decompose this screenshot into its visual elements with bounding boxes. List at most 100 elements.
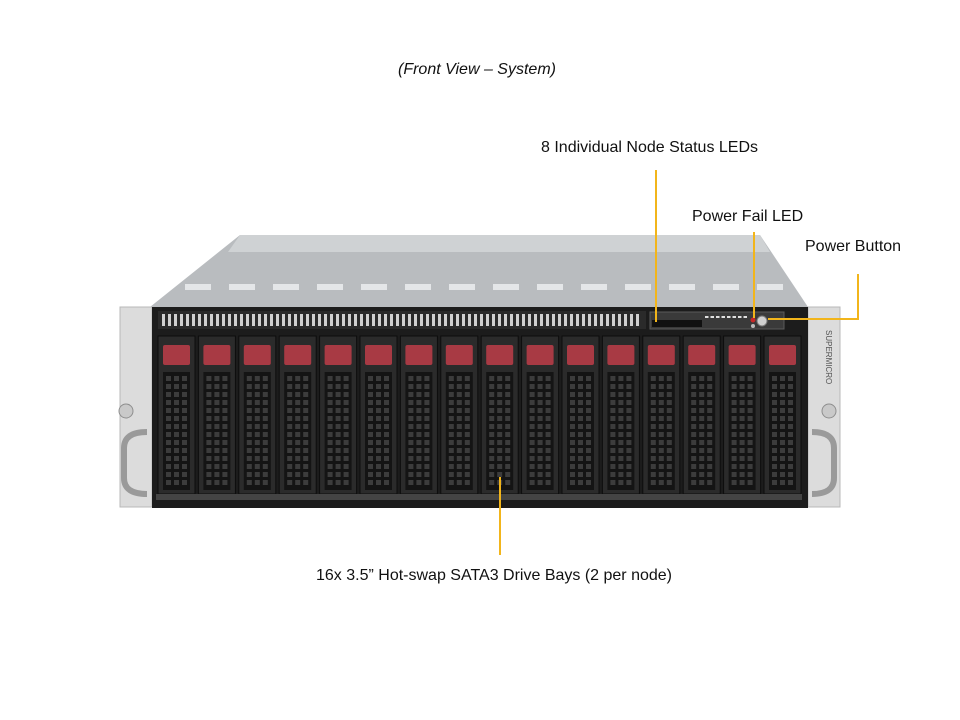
drive-bay[interactable] [642,335,681,495]
grille-hole [327,432,333,437]
drive-release-latch[interactable] [365,345,392,365]
grille-hole [658,376,664,381]
grille-hole [174,424,179,429]
grille-hole [731,384,737,389]
grille-hole [578,384,583,389]
grille-hole [416,480,422,485]
grille-hole [747,456,753,461]
grille-hole [174,408,179,413]
grille-hole [529,448,535,453]
grille-hole [578,464,583,469]
grille-hole [788,472,793,477]
grille-hole [772,440,777,445]
grille-hole [416,408,422,413]
grille-hole [618,376,624,381]
drive-bay[interactable] [197,335,236,495]
drive-tray-grille [647,372,675,490]
drive-bay[interactable] [561,335,600,495]
grille-hole [464,472,470,477]
grille-hole [691,416,697,421]
grille-hole [214,376,220,381]
drive-release-latch[interactable] [647,345,675,365]
drive-bay[interactable] [319,335,358,495]
grille-hole [335,392,341,397]
drive-bay[interactable] [480,335,519,495]
drive-release-latch[interactable] [163,345,190,365]
grille-hole [384,376,389,381]
grille-hole [747,432,753,437]
grille-hole [327,376,333,381]
grille-hole [699,424,705,429]
drive-bay[interactable] [278,335,317,495]
grille-hole [658,448,664,453]
vent-hole [618,314,621,326]
drive-bay[interactable] [399,335,438,495]
grille-hole [287,400,293,405]
drive-bay[interactable] [238,335,277,495]
drive-bay[interactable] [682,335,721,495]
vent-hole [354,314,357,326]
grille-hole [691,448,697,453]
grille-hole [343,440,349,445]
drive-bay[interactable] [359,335,398,495]
grille-hole [335,384,341,389]
vent-hole [228,314,231,326]
grille-hole [464,448,470,453]
drive-bay[interactable] [723,335,762,495]
drive-release-latch[interactable] [486,345,514,365]
grille-hole [206,440,212,445]
drive-bay[interactable] [601,335,640,495]
callout-line-power-fail [753,232,755,318]
grille-hole [384,456,389,461]
grille-hole [384,480,389,485]
grille-hole [206,424,212,429]
grille-hole [772,456,777,461]
grille-hole [246,400,252,405]
grille-hole [691,392,697,397]
drive-bay[interactable] [440,335,479,495]
drive-bay[interactable] [157,335,196,495]
grille-hole [658,472,664,477]
drive-release-latch[interactable] [445,345,473,365]
grille-hole [788,464,793,469]
grille-hole [408,392,414,397]
grille-hole [691,384,697,389]
vent-hole [486,314,489,326]
grille-hole [691,440,697,445]
vent-hole [222,314,225,326]
drive-bay[interactable] [763,335,802,495]
grille-hole [448,448,454,453]
grille-hole [368,416,373,421]
grille-hole [303,464,309,469]
grille-hole [780,400,785,405]
grille-hole [586,472,591,477]
grille-hole [254,472,260,477]
grille-hole [578,472,583,477]
drive-release-latch[interactable] [526,345,554,365]
drive-release-latch[interactable] [728,345,756,365]
drive-release-latch[interactable] [769,345,796,365]
drive-release-latch[interactable] [203,345,231,365]
vent-hole [594,314,597,326]
drive-release-latch[interactable] [607,345,635,365]
grille-hole [497,408,503,413]
grille-hole [537,432,543,437]
grille-hole [497,376,503,381]
grille-hole [650,464,656,469]
grille-hole [505,392,511,397]
grille-hole [448,432,454,437]
drive-release-latch[interactable] [688,345,716,365]
grille-hole [497,456,503,461]
power-button[interactable] [756,315,768,327]
drive-release-latch[interactable] [243,345,271,365]
grille-hole [578,432,583,437]
drive-release-latch[interactable] [567,345,594,365]
drive-release-latch[interactable] [405,345,433,365]
lid-vent-slot [581,284,607,290]
drive-release-latch[interactable] [284,345,312,365]
drive-release-latch[interactable] [324,345,352,365]
drive-bay[interactable] [521,335,560,495]
grille-hole [222,384,228,389]
vent-hole [402,314,405,326]
